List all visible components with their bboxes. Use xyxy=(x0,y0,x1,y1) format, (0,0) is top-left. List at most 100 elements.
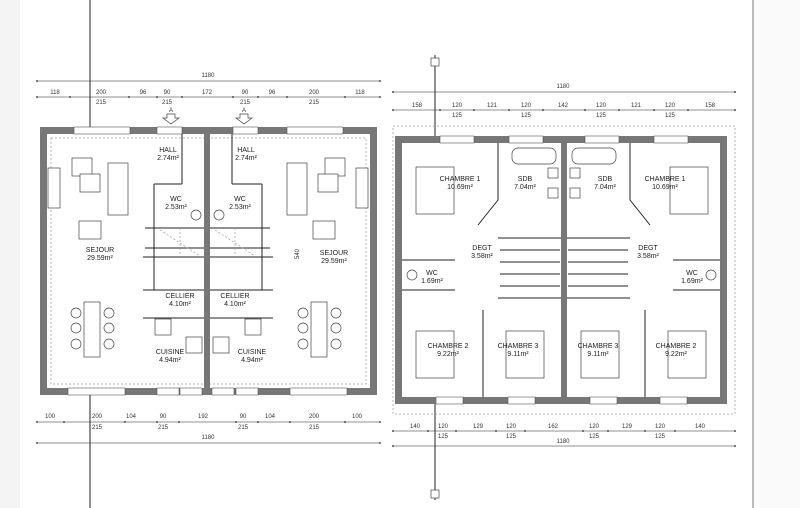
overall-dimension: 1180 xyxy=(557,84,571,90)
dimension-sublabel: 215 xyxy=(96,100,107,106)
dimension-tick xyxy=(542,109,544,111)
dimension-label: 120 xyxy=(452,103,463,109)
dimension-tick xyxy=(128,96,130,98)
dimension-tick xyxy=(379,442,381,444)
dimension-tick xyxy=(687,109,689,111)
section-arrow-icon xyxy=(234,113,254,125)
room-label: WC1.69m² xyxy=(681,270,703,285)
room-area: 29.59m² xyxy=(321,258,347,265)
room-area: 7.04m² xyxy=(594,184,616,191)
dimension-label: 118 xyxy=(50,90,60,96)
dimension-label: 121 xyxy=(487,103,498,109)
room-area: 10.69m² xyxy=(447,184,473,191)
room-area: 9.11m² xyxy=(507,351,529,358)
room-area: 7.04m² xyxy=(514,184,536,191)
washbasin-icon xyxy=(547,187,559,199)
dimension-tick xyxy=(524,430,526,432)
overall-dimension: 1180 xyxy=(557,439,571,445)
room-name: CUISINE xyxy=(238,349,267,356)
room-label: CHAMBRE 29.22m² xyxy=(428,343,469,358)
dimension-label: 120 xyxy=(655,424,666,430)
dimension-sublabel: 215 xyxy=(240,100,251,106)
washbasin-icon xyxy=(569,167,581,179)
armchair-icon xyxy=(71,157,93,177)
tv-unit-icon xyxy=(47,167,61,209)
room-name: CHAMBRE 2 xyxy=(428,343,469,350)
toilet-icon xyxy=(705,269,717,281)
dimension-label: 90 xyxy=(160,414,167,420)
dimension-label: 96 xyxy=(269,90,276,96)
dimension-tick xyxy=(69,96,71,98)
dimension-label: 90 xyxy=(240,414,247,420)
dimension-tick xyxy=(473,109,475,111)
ground-floor-plan xyxy=(40,113,377,396)
dimension-label: 120 xyxy=(596,103,607,109)
dimension-tick xyxy=(734,445,736,447)
section-mark: A xyxy=(242,108,246,114)
dimension-tick xyxy=(392,109,394,111)
bed-icon xyxy=(415,330,455,379)
room-name: CELLIER xyxy=(220,293,249,300)
dimension-tick xyxy=(379,421,381,423)
room-area: 9.11m² xyxy=(587,351,609,358)
dimension-label: 120 xyxy=(589,424,600,430)
table-icon xyxy=(79,173,101,193)
right-margin xyxy=(752,0,800,508)
room-label: CHAMBRE 29.22m² xyxy=(656,343,697,358)
washbasin-icon xyxy=(547,167,559,179)
room-name: SEJOUR xyxy=(86,247,114,254)
dimension-tick xyxy=(674,430,676,432)
dimension-sublabel: 125 xyxy=(596,113,607,119)
hob-icon xyxy=(154,318,172,336)
bed-icon xyxy=(667,330,707,379)
room-name: CELLIER xyxy=(165,293,194,300)
armchair-icon xyxy=(78,220,102,240)
dimension-label: 96 xyxy=(140,90,147,96)
room-area: 9.22m² xyxy=(665,351,687,358)
room-name: WC xyxy=(234,196,246,203)
dimension-label: 142 xyxy=(558,103,569,109)
bed-icon xyxy=(580,330,620,379)
room-label: WC2.53m² xyxy=(229,196,251,211)
room-name: CHAMBRE 1 xyxy=(440,176,481,183)
room-area: 2.53m² xyxy=(165,204,187,211)
dimension-label: 90 xyxy=(164,90,171,96)
dimension-tick xyxy=(379,96,381,98)
dimension-tick xyxy=(344,421,346,423)
sink-icon xyxy=(212,336,230,354)
dimension-label: 140 xyxy=(695,424,706,430)
room-name: CHAMBRE 3 xyxy=(578,343,619,350)
room-area: 2.74m² xyxy=(235,155,257,162)
dimension-tick xyxy=(653,109,655,111)
dimension-label: 200 xyxy=(92,414,103,420)
hob-icon xyxy=(244,318,262,336)
dimension-sublabel: 125 xyxy=(665,113,676,119)
dimension-tick xyxy=(257,96,259,98)
dimension-label: 104 xyxy=(126,414,137,420)
dimension-label: 120 xyxy=(665,103,676,109)
dimension-label: 121 xyxy=(631,103,642,109)
dimension-tick xyxy=(392,445,394,447)
dimension-tick xyxy=(178,421,180,423)
room-name: CHAMBRE 2 xyxy=(656,343,697,350)
dimension-tick xyxy=(232,96,234,98)
room-area: 10.69m² xyxy=(652,184,678,191)
bed-icon xyxy=(505,330,545,379)
overall-dimension: 1180 xyxy=(202,73,216,79)
room-label: CHAMBRE 39.11m² xyxy=(578,343,619,358)
dimension-tick xyxy=(734,91,736,93)
dimension-tick xyxy=(618,109,620,111)
room-name: HALL xyxy=(237,147,255,154)
sink-icon xyxy=(185,336,203,354)
dimension-tick xyxy=(392,430,394,432)
dimension-label: 100 xyxy=(45,414,56,420)
room-name: CHAMBRE 3 xyxy=(498,343,539,350)
dimension-sublabel: 125 xyxy=(438,434,449,440)
